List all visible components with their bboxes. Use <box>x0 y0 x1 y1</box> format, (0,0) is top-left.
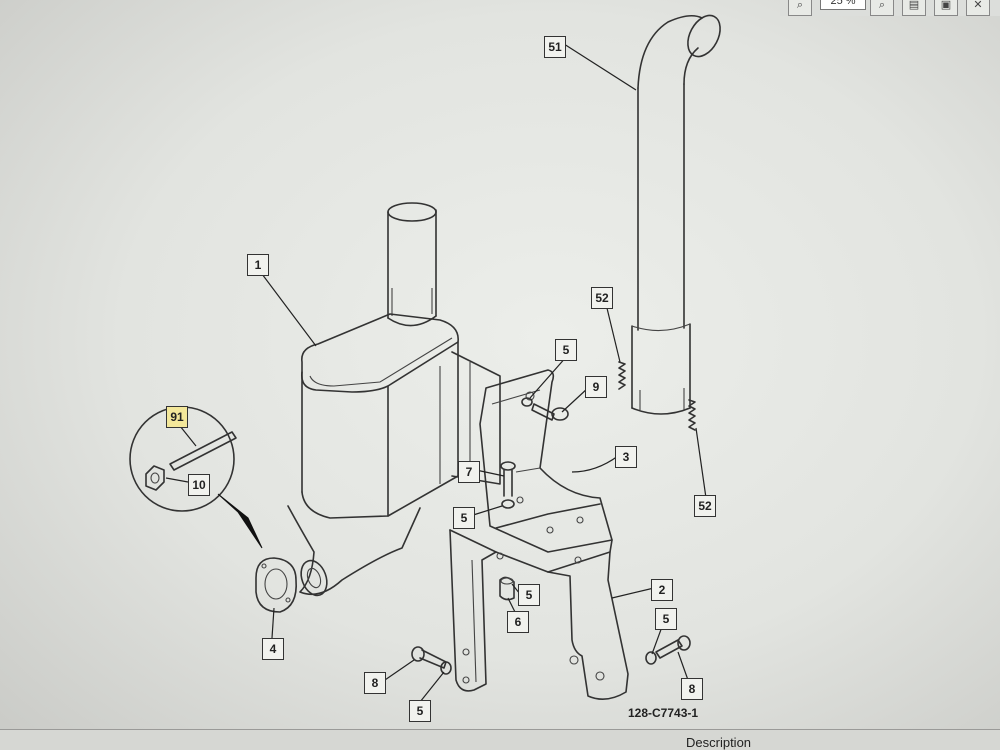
callout-5[interactable]: 5 <box>555 339 577 361</box>
callout-52[interactable]: 52 <box>694 495 716 517</box>
callout-91[interactable]: 91 <box>166 406 188 428</box>
viewer-toolbar: ⌕ 25 % ⌕ ▤ ▣ ✕ <box>780 0 1000 16</box>
stud-bolt[interactable] <box>169 431 237 471</box>
muffler[interactable] <box>287 202 501 599</box>
tension-spring-left[interactable] <box>618 361 626 390</box>
exhaust-stack-tube[interactable] <box>631 10 727 415</box>
callout-3[interactable]: 3 <box>615 446 637 468</box>
parts-table-header-bar <box>0 729 1000 750</box>
print-button[interactable]: ▤ <box>902 0 926 16</box>
callout-52[interactable]: 52 <box>591 287 613 309</box>
tension-spring-right[interactable] <box>688 399 696 431</box>
bolt-7[interactable] <box>500 461 516 497</box>
callout-7[interactable]: 7 <box>458 461 480 483</box>
callout-5[interactable]: 5 <box>409 700 431 722</box>
bolt-8-left[interactable] <box>411 646 447 669</box>
magnifier-icon: ⌕ <box>796 0 804 11</box>
callout-1[interactable]: 1 <box>247 254 269 276</box>
callout-8[interactable]: 8 <box>681 678 703 700</box>
washer-5-left[interactable] <box>440 661 452 675</box>
print-icon: ▤ <box>908 0 920 11</box>
callout-5[interactable]: 5 <box>453 507 475 529</box>
callout-2[interactable]: 2 <box>651 579 673 601</box>
washer-5-right[interactable] <box>645 651 657 665</box>
close-button[interactable]: ✕ <box>966 0 990 16</box>
spacer-6[interactable] <box>499 576 515 601</box>
magnifier-icon: ⌕ <box>878 0 886 11</box>
washer-5-middle[interactable] <box>501 499 515 509</box>
save-icon: ▣ <box>940 0 952 11</box>
bolt-9[interactable] <box>531 403 569 421</box>
zoom-out-button[interactable]: ⌕ <box>788 0 812 16</box>
callout-9[interactable]: 9 <box>585 376 607 398</box>
drawing-reference-number: 128-C7743-1 <box>628 706 699 720</box>
callout-8[interactable]: 8 <box>364 672 386 694</box>
callout-5[interactable]: 5 <box>655 608 677 630</box>
hex-nut[interactable] <box>145 465 165 491</box>
close-icon: ✕ <box>973 0 983 11</box>
leader-lines <box>165 43 707 703</box>
zoom-level-field[interactable]: 25 % <box>820 0 866 10</box>
callout-51[interactable]: 51 <box>544 36 566 58</box>
upper-mounting-bracket[interactable] <box>479 369 613 553</box>
callout-10[interactable]: 10 <box>188 474 210 496</box>
save-button[interactable]: ▣ <box>934 0 958 16</box>
callout-6[interactable]: 6 <box>507 611 529 633</box>
bolt-8-right[interactable] <box>655 635 691 659</box>
callout-5[interactable]: 5 <box>518 584 540 606</box>
lower-support-bracket[interactable] <box>449 529 629 700</box>
description-column-header[interactable]: Description <box>686 735 752 750</box>
callout-4[interactable]: 4 <box>262 638 284 660</box>
washer-5-top[interactable] <box>521 397 533 407</box>
flange-gasket[interactable] <box>255 557 297 613</box>
zoom-in-button[interactable]: ⌕ <box>870 0 894 16</box>
